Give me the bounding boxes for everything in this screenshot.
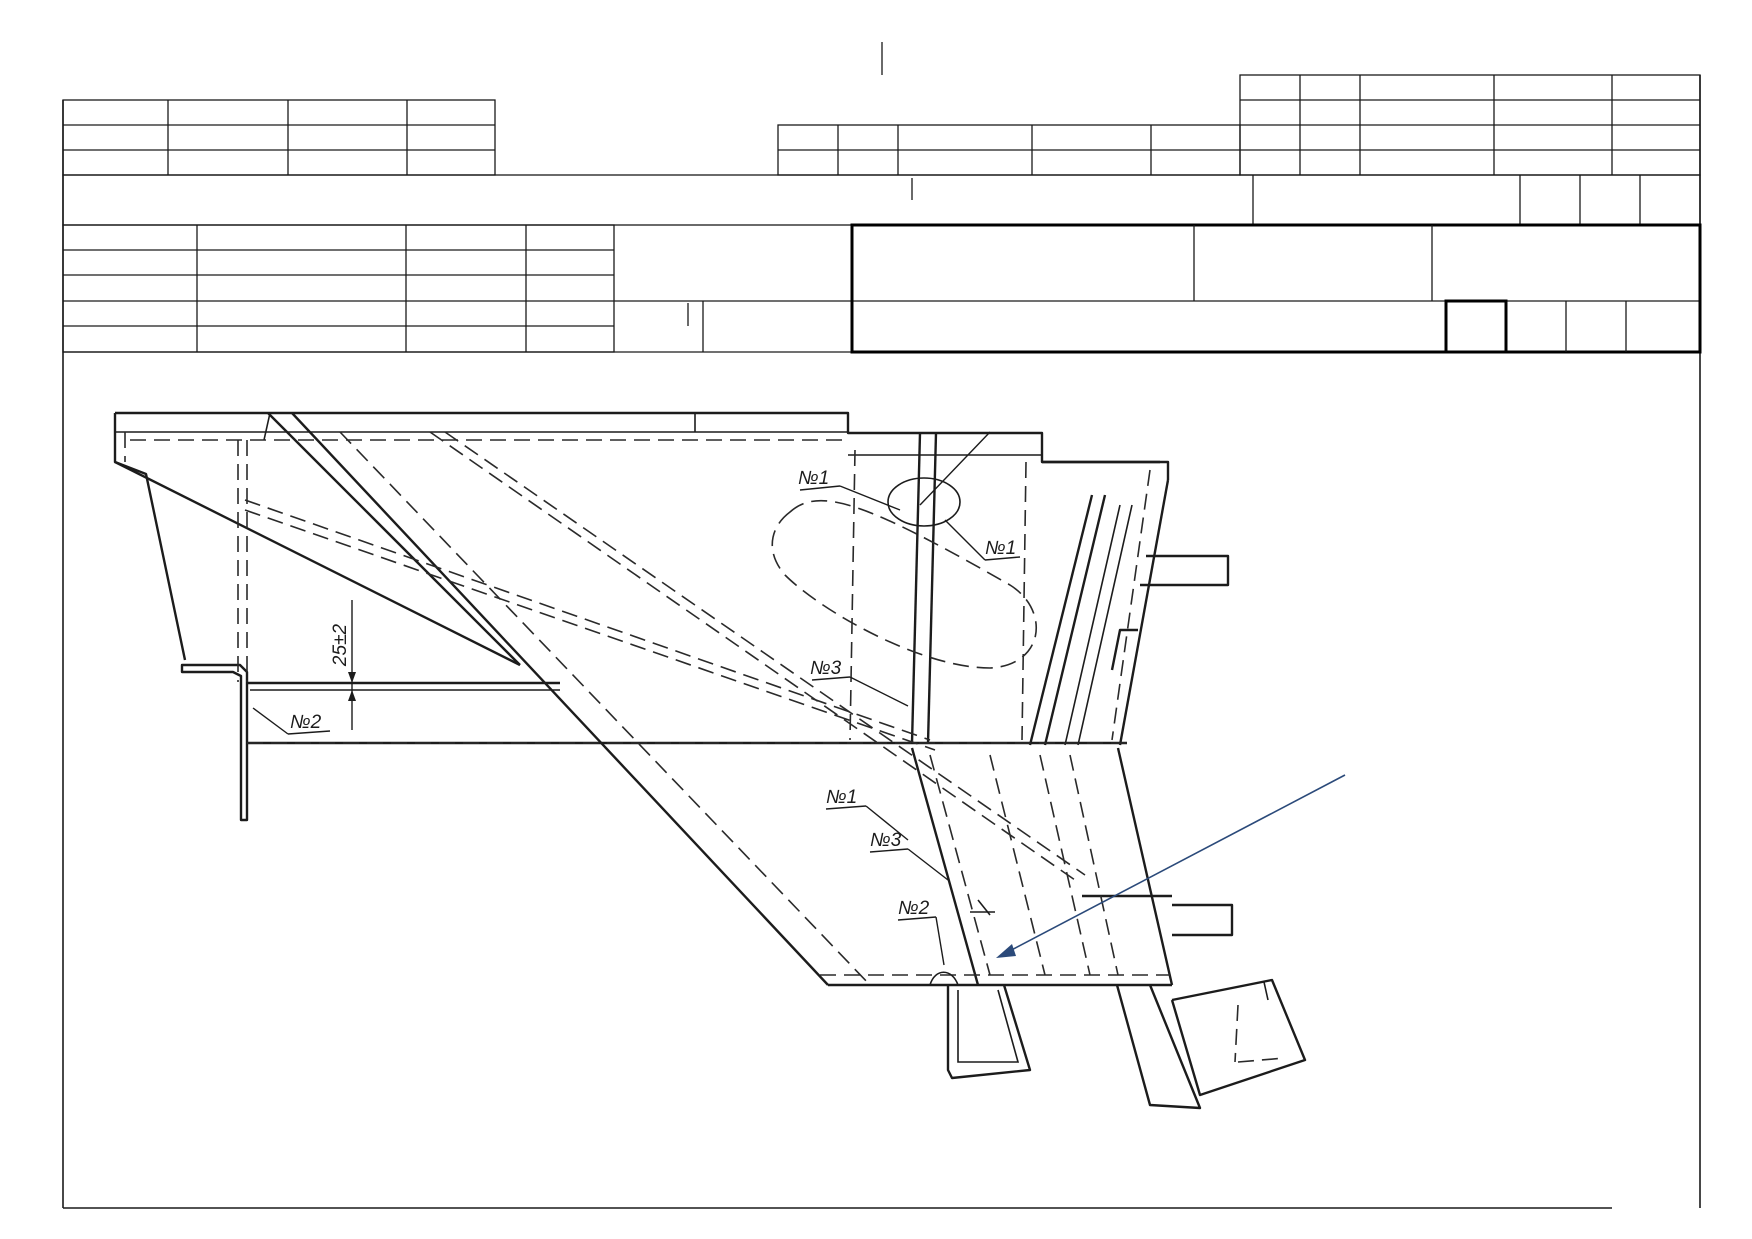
callout-n1-top: №1: [798, 468, 829, 489]
callouts: №1 №1 №3 №2 №1 №3 №2: [252, 468, 1021, 966]
callout-n1-lower: №1: [826, 787, 857, 808]
title-block: [62, 42, 1702, 1209]
dimension-label: 25±2: [330, 624, 351, 668]
part-drawing: [113, 411, 1307, 1110]
callout-n3-mid: №3: [810, 658, 842, 679]
dimension-25: 25±2: [330, 600, 356, 730]
callout-n2-left: №2: [290, 712, 322, 733]
callout-n3-lower: №3: [870, 830, 902, 851]
arrow-icon: [996, 774, 1346, 958]
callout-n2-lower: №2: [898, 898, 930, 919]
callout-n1-right: №1: [985, 538, 1016, 559]
